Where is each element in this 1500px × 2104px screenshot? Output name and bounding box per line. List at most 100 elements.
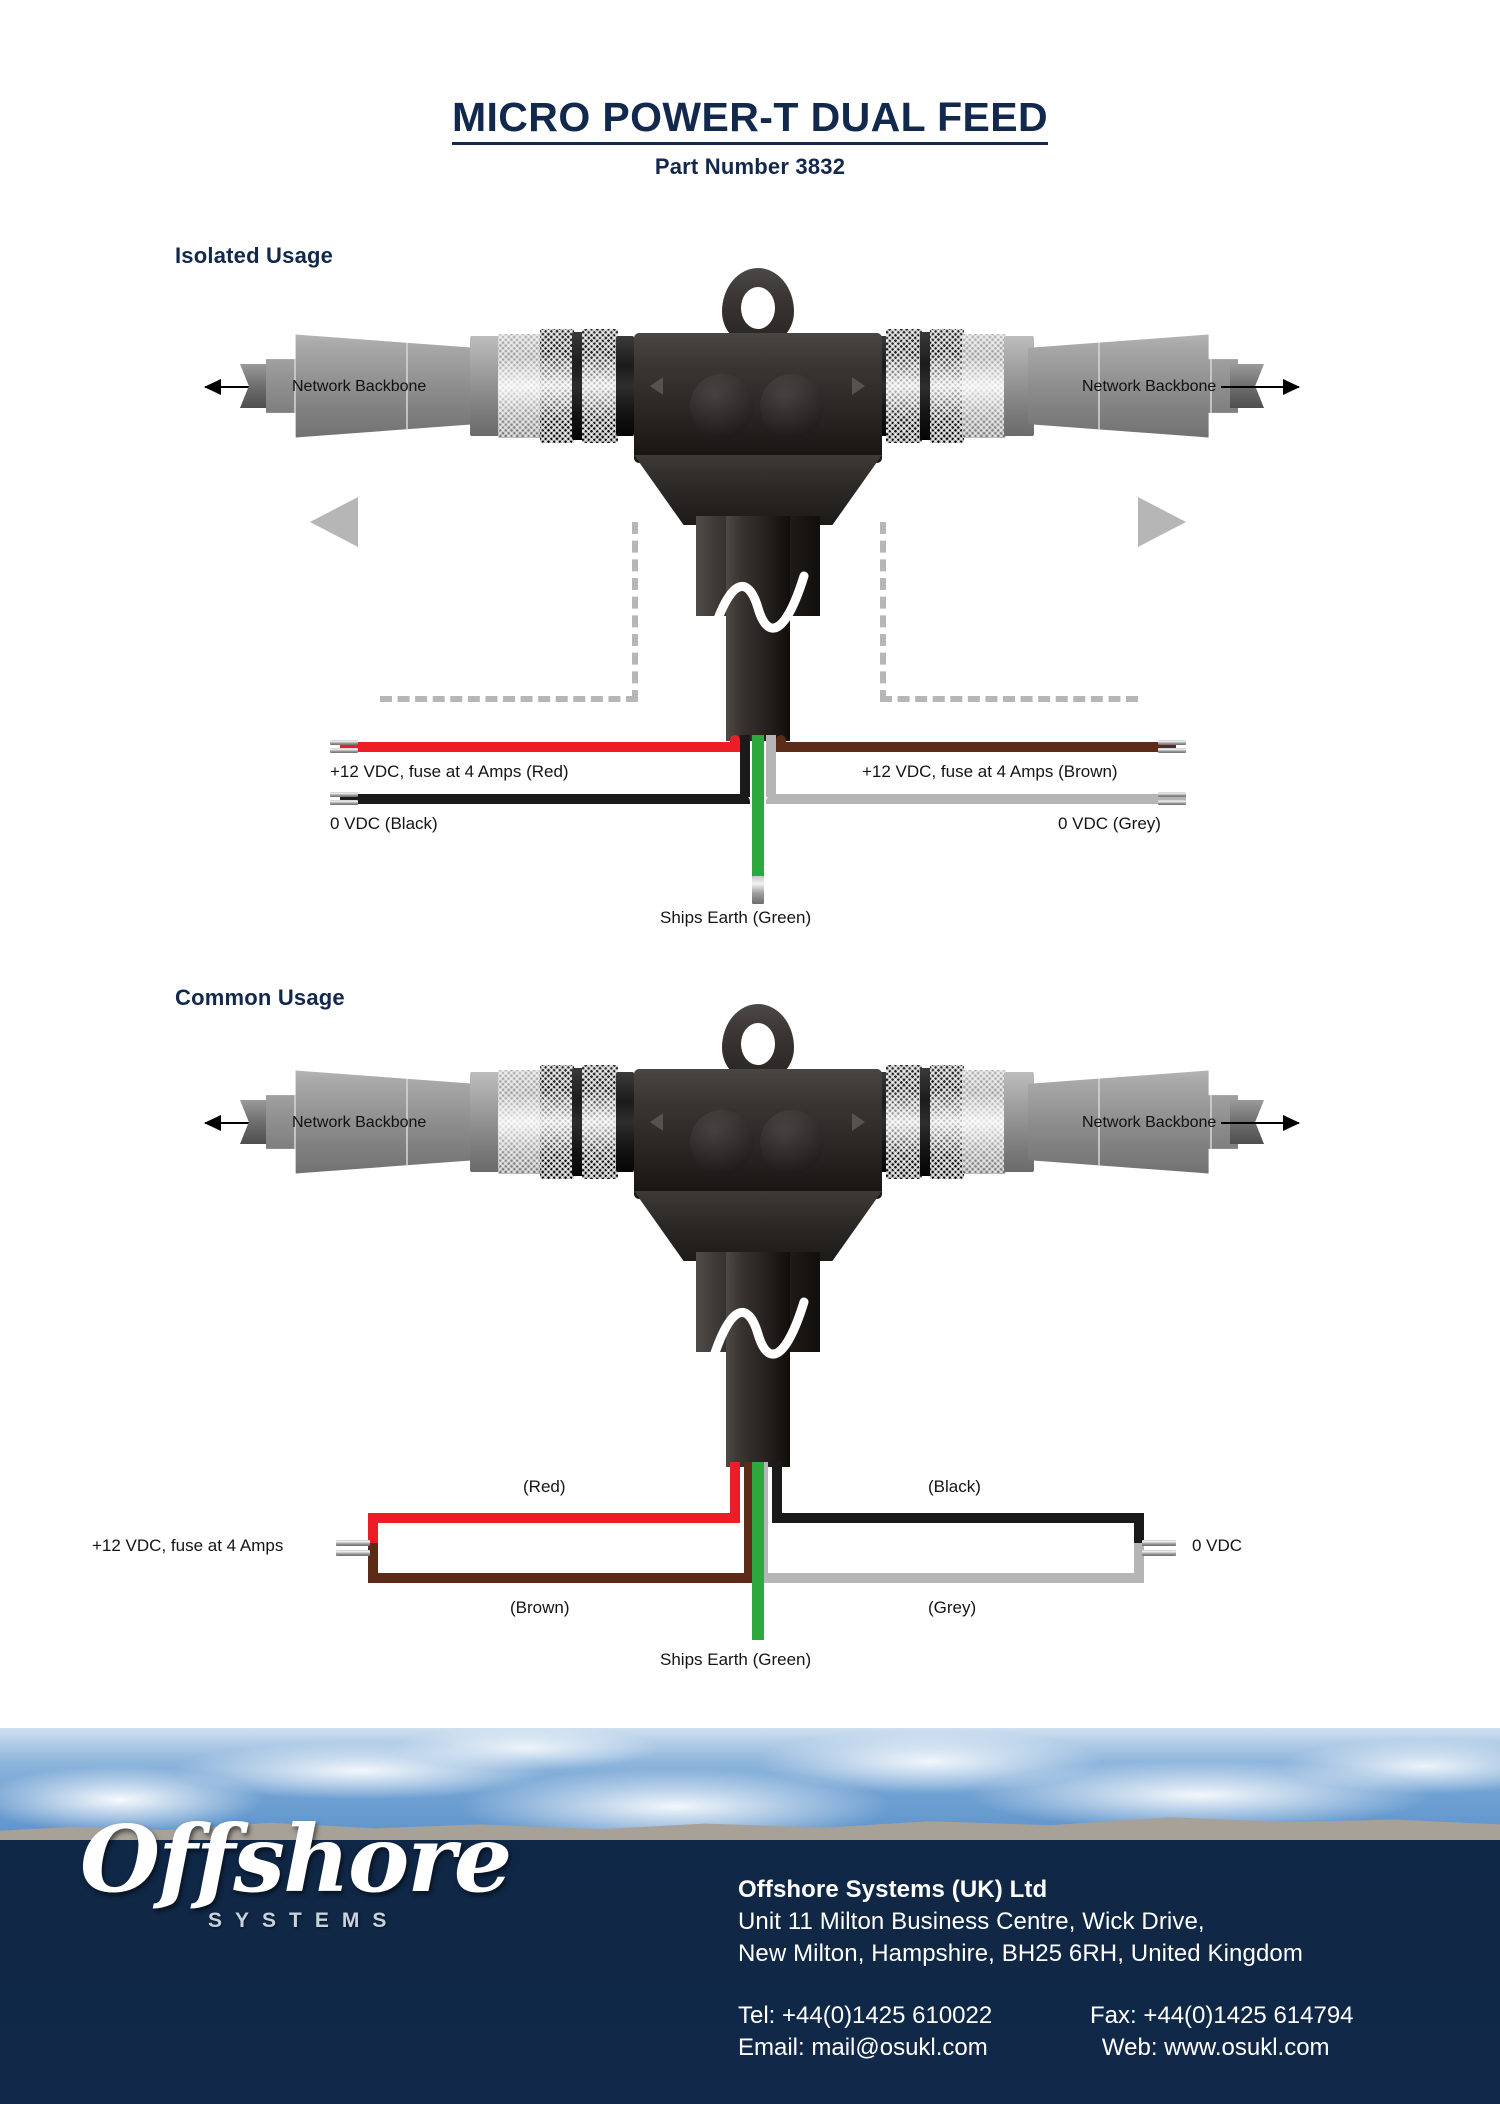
label-red-common: (Red) — [523, 1477, 566, 1496]
backbone-label-right: Network Backbone — [1082, 378, 1217, 395]
power-flow-arrow-right — [1138, 497, 1186, 547]
wire-green-earth — [752, 735, 764, 880]
backbone-label-left-2: Network Backbone — [292, 1114, 427, 1131]
t-body-detail-right — [760, 374, 824, 438]
backbone-arrow-left-2 — [204, 1115, 283, 1131]
backbone-arrow-left — [204, 379, 283, 395]
connector-band-left — [572, 332, 584, 440]
label-grey-common: (Grey) — [928, 1598, 977, 1617]
wire-brown-horizontal-common — [368, 1573, 754, 1583]
diagram-common-usage: Network Backbone Network Backbone — [0, 0, 1500, 1669]
connector-knurl-grey-right-2 — [962, 1070, 1006, 1174]
connector-knurl-black-left-b — [582, 329, 618, 443]
wire-black-horizontal-common — [772, 1513, 1144, 1523]
title-block: MICRO POWER-T DUAL FEED Part Number 3832 — [0, 95, 1500, 180]
page-title: MICRO POWER-T DUAL FEED — [451, 95, 1049, 146]
wire-red-drop-common — [368, 1513, 378, 1553]
connector-knurl-black-right-b-2 — [930, 1065, 964, 1179]
company-email[interactable]: Email: mail@osukl.com — [738, 2033, 988, 2061]
label-left-negative: 0 VDC (Black) — [330, 814, 438, 833]
supply-negative-terminal-b — [1142, 1550, 1176, 1556]
wire-black-riser-common — [772, 1462, 782, 1522]
wire-grey-horizontal-common — [758, 1573, 1144, 1583]
wire-red-horizontal — [340, 742, 740, 752]
contact-spacer — [738, 1970, 1354, 2000]
wire-red-horizontal-common — [368, 1513, 740, 1523]
wire-red-riser-common — [730, 1462, 740, 1522]
wire-brown-riser2-common — [368, 1543, 378, 1583]
wire-black-drop-common — [1134, 1513, 1144, 1553]
cable-break-symbol-isolated — [707, 571, 809, 641]
connector-collar-left-2 — [470, 1072, 500, 1172]
connector-band-right — [920, 332, 932, 440]
supply-positive-terminal-a — [336, 1540, 370, 1546]
wire-brown-horizontal — [776, 742, 1176, 752]
connector-boot-right-2 — [1028, 1070, 1238, 1174]
power-flow-arrow-left — [310, 497, 358, 547]
connector-collar-left — [470, 336, 500, 436]
label-black-common: (Black) — [928, 1477, 981, 1496]
wire-black-riser — [740, 735, 750, 797]
footer-sea-panel — [0, 1840, 1500, 2104]
backbone-label-right-2: Network Backbone — [1082, 1114, 1217, 1131]
wire-red-terminal-tip — [330, 740, 358, 745]
wire-brown-riser-common — [744, 1462, 754, 1582]
t-connector-shoulder-2 — [634, 1191, 882, 1261]
company-address-line1: Unit 11 Milton Business Centre, Wick Dri… — [738, 1907, 1205, 1935]
connector-knurl-black-left-a — [540, 329, 574, 443]
connector-knurl-black-right-a — [886, 329, 922, 443]
t-body-detail-right-2 — [760, 1110, 824, 1174]
connector-band-right-2 — [920, 1068, 932, 1176]
label-supply-positive: +12 VDC, fuse at 4 Amps — [92, 1536, 284, 1555]
t-connector-body-2 — [634, 1069, 882, 1199]
connector-boot-left-2 — [266, 1070, 476, 1174]
wire-red-terminal-tip2 — [330, 748, 358, 753]
wire-brown-riser — [776, 735, 786, 752]
label-earth-isolated: Ships Earth (Green) — [660, 908, 812, 927]
backbone-arrow-right — [1221, 379, 1300, 395]
wire-grey-horizontal — [766, 794, 1186, 804]
connector-knurl-grey-right — [962, 334, 1006, 438]
connector-boot-left — [266, 334, 476, 438]
connector-knurl-grey-left-2 — [498, 1070, 542, 1174]
power-flow-path-right — [880, 522, 1138, 702]
company-logo: Offshore SYSTEMS — [80, 1805, 512, 1955]
connector-knurl-black-right-a-2 — [886, 1065, 922, 1179]
t-connector-body — [634, 333, 882, 463]
wire-brown-terminal-tip — [1158, 740, 1186, 745]
backbone-label-left: Network Backbone — [292, 378, 427, 395]
wire-black-horizontal — [340, 794, 750, 804]
connector-knurl-black-left-a-2 — [540, 1065, 574, 1179]
backbone-arrow-right-2 — [1221, 1115, 1300, 1131]
wire-brown-terminal-tip2 — [1158, 748, 1186, 753]
label-right-positive: +12 VDC, fuse at 4 Amps (Brown) — [862, 762, 1118, 781]
company-web[interactable]: Web: www.osukl.com — [1101, 2033, 1330, 2061]
label-brown-common: (Brown) — [510, 1598, 570, 1617]
power-flow-path-left — [380, 522, 638, 702]
section-heading-isolated: Isolated Usage — [175, 243, 334, 268]
connector-band-left-b — [616, 336, 634, 436]
wire-grey-terminal-tip — [1158, 792, 1186, 797]
t-flow-arrow-left — [650, 377, 663, 395]
t-mounting-hole-2 — [741, 1023, 775, 1065]
connector-knurl-black-right-b — [930, 329, 964, 443]
t-body-detail-left — [690, 374, 754, 438]
section-heading-common: Common Usage — [175, 985, 345, 1010]
t-flow-arrow-left-2 — [650, 1113, 663, 1131]
t-body-detail-left-2 — [690, 1110, 754, 1174]
drop-cable-common — [726, 1252, 790, 1467]
company-contact-block: Offshore Systems (UK) Ltd Unit 11 Milton… — [738, 1874, 1354, 2064]
company-tel: Tel: +44(0)1425 610022 — [738, 2001, 993, 2029]
wire-black-terminal-tip2 — [330, 800, 358, 805]
connector-band-left-b-2 — [616, 1072, 634, 1172]
label-left-positive: +12 VDC, fuse at 4 Amps (Red) — [330, 762, 569, 781]
company-fax: Fax: +44(0)1425 614794 — [1090, 2001, 1354, 2029]
connector-knurl-grey-left — [498, 334, 542, 438]
connector-band-left-2 — [572, 1068, 584, 1176]
cable-break-symbol-common — [707, 1297, 809, 1367]
wire-grey-terminal-tip2 — [1158, 800, 1186, 805]
t-flow-arrow-right-2 — [852, 1113, 865, 1131]
page-footer — [0, 1728, 1500, 2104]
logo-subtitle: SYSTEMS — [208, 1909, 400, 1932]
